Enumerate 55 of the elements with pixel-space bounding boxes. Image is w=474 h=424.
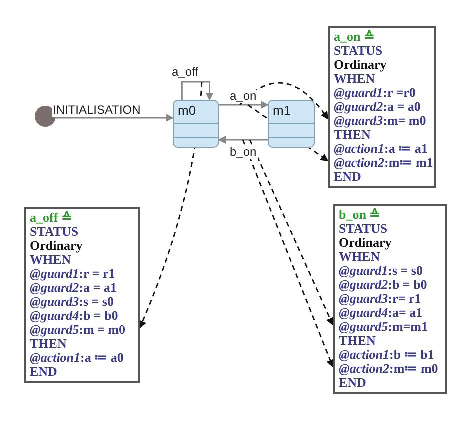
code-line: @guard5:m=m1 — [339, 320, 428, 334]
code-line: END — [334, 170, 362, 184]
code-line: @action2:m≔ m0 — [339, 362, 438, 376]
code-line: @action2:m≔ m1 — [334, 156, 434, 170]
leader-line — [242, 140, 334, 368]
initial-state-circle — [35, 106, 56, 127]
code-line: END — [339, 376, 366, 390]
edge-label: a_on — [229, 90, 258, 103]
code-line: @guard1:r = r1 — [30, 267, 116, 281]
state-box — [173, 100, 219, 148]
code-line: @guard3:m= m0 — [334, 114, 426, 128]
state-name: m0 — [178, 103, 196, 118]
code-line: WHEN — [339, 250, 380, 264]
code-line: STATUS — [339, 222, 388, 236]
state-box — [268, 100, 315, 148]
leader-line — [240, 82, 329, 120]
code-line: @guard4:b = b0 — [30, 309, 118, 323]
code-line: Ordinary — [339, 236, 392, 250]
event-code-box — [333, 204, 447, 394]
code-line: @guard1:r =r0 — [334, 86, 416, 100]
transition-arrow — [219, 101, 269, 109]
code-line: @action1:a ≔ a0 — [30, 351, 124, 365]
code-line: Ordinary — [30, 239, 83, 253]
code-line: @guard2:a = a0 — [334, 100, 421, 114]
code-line: @guard5:m = m0 — [30, 323, 126, 337]
code-line: STATUS — [334, 44, 383, 58]
code-line: THEN — [339, 334, 376, 348]
event-heading: b_on ≙ — [339, 208, 381, 222]
code-line: THEN — [334, 128, 371, 142]
event-heading: a_on ≙ — [334, 30, 375, 44]
code-line: WHEN — [334, 72, 376, 86]
self-loop-arrow — [182, 81, 214, 101]
code-line: Ordinary — [334, 58, 387, 72]
code-line: @action1:a ≔ a1 — [334, 142, 428, 156]
code-line: @guard1:s = s0 — [339, 264, 423, 278]
event-code-box — [24, 207, 140, 383]
code-line: @guard3:r= r1 — [339, 292, 422, 306]
state-name: m1 — [273, 103, 292, 118]
code-line: @guard2:a = a1 — [30, 281, 117, 295]
edge-label: a_off — [171, 66, 200, 79]
code-line: STATUS — [30, 225, 79, 239]
code-line: END — [30, 365, 58, 379]
transition-arrow — [218, 136, 268, 144]
code-line: @guard3:s = s0 — [30, 295, 114, 309]
edge-label: b_on — [229, 146, 258, 159]
event-heading: a_off ≙ — [30, 211, 72, 225]
code-line: @action1:b ≔ b1 — [339, 348, 434, 362]
code-line: WHEN — [30, 253, 72, 267]
leader-line — [249, 140, 334, 326]
transition-arrow — [56, 114, 174, 122]
code-line: @guard4:a= a1 — [339, 306, 423, 320]
event-code-box — [328, 26, 436, 188]
edge-label: INITIALISATION — [52, 104, 142, 117]
code-line: @guard2:b = b0 — [339, 278, 428, 292]
code-line: THEN — [30, 337, 67, 351]
